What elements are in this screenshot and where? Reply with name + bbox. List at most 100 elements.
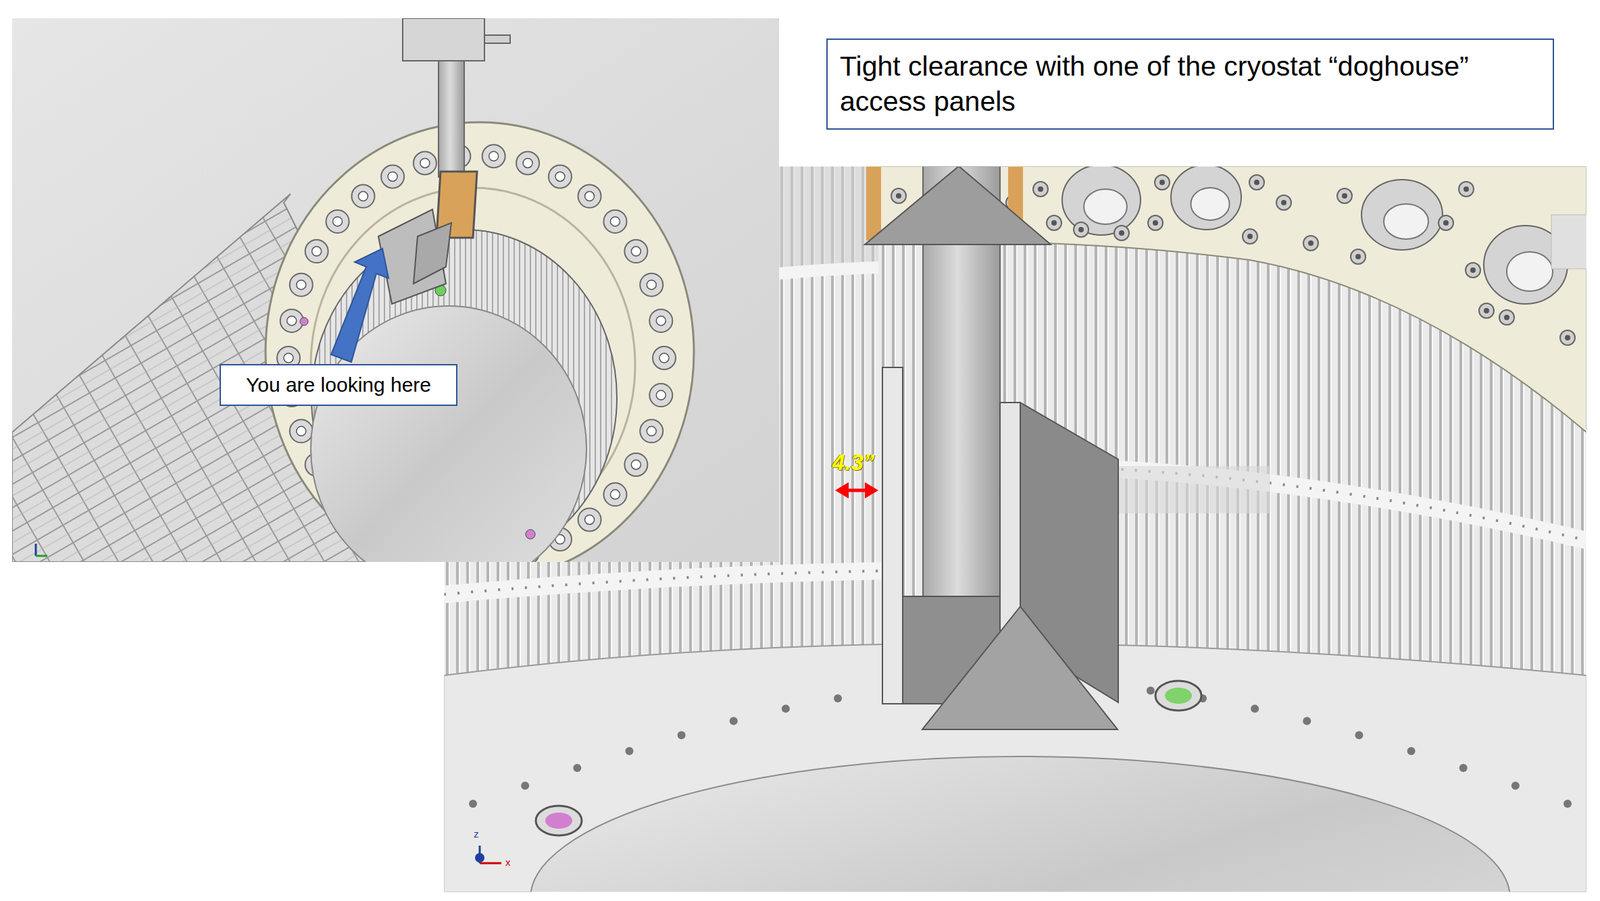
- bolt-hole: [1302, 717, 1311, 726]
- bolt-hole: [1146, 686, 1155, 695]
- bolt-hole: [610, 489, 620, 500]
- bolt-circle: [1249, 175, 1265, 190]
- bolt-hole: [1254, 179, 1260, 186]
- bolt-circle: [289, 419, 313, 443]
- bolt-hole: [677, 731, 686, 740]
- bolt-circle: [578, 185, 602, 209]
- view-cube: [1551, 214, 1587, 269]
- upper-shadow: [778, 166, 879, 278]
- port-green: [1164, 687, 1192, 705]
- bolt-circle: [639, 419, 663, 443]
- doghouse-plate: [1000, 402, 1021, 643]
- bolt-circle: [1276, 195, 1292, 211]
- bolt-band-holes: [443, 570, 892, 595]
- bolt-circle: [639, 273, 663, 297]
- bolt-circle: [1350, 249, 1366, 265]
- bolt-band: [778, 267, 879, 274]
- bolt-hole: [585, 191, 595, 202]
- bolt-hole: [1504, 314, 1510, 321]
- bolt-circle: [1499, 310, 1515, 325]
- doghouse-triangle: [864, 166, 1051, 245]
- bolt-hole: [1250, 704, 1259, 713]
- bolt-hole: [1459, 764, 1468, 773]
- dimension-line: [845, 489, 868, 493]
- bolt-circle: [603, 483, 627, 507]
- bolt-hole: [420, 158, 430, 168]
- bolt-hole: [1407, 747, 1416, 756]
- bolt-circle: [548, 164, 572, 188]
- port-bore: [1083, 189, 1128, 225]
- callout-box: You are looking here: [219, 364, 458, 407]
- port-bore: [1506, 252, 1553, 292]
- bolt-circle: [891, 188, 907, 204]
- bolt-circle: [1465, 262, 1481, 278]
- bolt-circle: [1046, 215, 1062, 231]
- bolt-circle: [1073, 222, 1089, 238]
- bolt-hole: [489, 151, 499, 161]
- bolt-circle: [1560, 330, 1575, 346]
- bolt-circle: [1337, 188, 1353, 204]
- bolt-circle: [1458, 181, 1474, 197]
- box-text: You are looking here: [229, 372, 448, 398]
- bolt-hole: [895, 193, 902, 199]
- dimension-arrowhead: [835, 482, 849, 499]
- bolt-hole: [625, 747, 634, 756]
- bolt-circle: [1033, 181, 1048, 197]
- bolt-circle: [1242, 229, 1258, 244]
- port-purple: [300, 317, 309, 326]
- dimension-label: 4.3”: [832, 450, 875, 476]
- dimension-arrowhead: [864, 482, 879, 499]
- overview-view: [12, 18, 780, 563]
- bolt-hole: [468, 800, 478, 809]
- bolt-hole: [333, 216, 343, 227]
- bolt-circle: [624, 239, 648, 263]
- port-purple: [525, 529, 536, 540]
- bolt-circle: [624, 453, 648, 477]
- port-hole: [1062, 166, 1141, 236]
- bolt-hole: [1051, 220, 1057, 226]
- bolt-hole: [646, 426, 657, 436]
- bolt-hole: [296, 280, 307, 290]
- bolt-circle: [289, 273, 313, 297]
- bolt-hole: [1281, 200, 1287, 206]
- bolt-hole: [1564, 335, 1571, 341]
- bolt-circle: [413, 151, 437, 175]
- bolt-circle: [578, 508, 602, 532]
- pipe-stub: [484, 35, 511, 44]
- bolt-hole: [520, 781, 530, 790]
- bolt-hole: [358, 191, 368, 202]
- end-disc: [530, 756, 1511, 893]
- bolt-circle: [326, 210, 350, 234]
- bolt-hole: [1247, 233, 1253, 240]
- bolt-hole: [287, 316, 297, 326]
- axis-z: [35, 543, 38, 557]
- bolt-hole: [646, 280, 657, 290]
- bolt-circle: [516, 151, 540, 175]
- bolt-circle: [603, 210, 627, 234]
- bolt-hole: [1483, 308, 1490, 314]
- bolt-hole: [656, 316, 666, 326]
- bolt-circle: [482, 144, 506, 168]
- bolt-circle: [1303, 235, 1319, 251]
- bolt-hole: [656, 390, 666, 400]
- pointer-arrow: [331, 248, 389, 363]
- bolt-hole: [729, 717, 738, 726]
- port-purple: [545, 812, 573, 830]
- bolt-hole: [1118, 230, 1125, 236]
- bolt-circle: [649, 309, 673, 333]
- bolt-hole: [387, 171, 398, 182]
- port-bore: [1190, 187, 1230, 221]
- axis-y: [35, 555, 48, 558]
- bolt-hole: [659, 353, 669, 363]
- bolt-band: [443, 570, 892, 595]
- bolt-hole: [833, 694, 842, 703]
- bolt-hole: [631, 246, 641, 257]
- bolt-hole: [781, 704, 790, 713]
- bolt-circle: [381, 164, 405, 188]
- pipe-housing: [402, 18, 485, 61]
- box-text: Tight clearance with one of the cryostat…: [839, 49, 1541, 119]
- axis-label: z: [473, 828, 480, 840]
- bolt-hole: [296, 426, 307, 436]
- bolt-hole: [1159, 179, 1165, 186]
- bolt-hole: [1078, 227, 1084, 233]
